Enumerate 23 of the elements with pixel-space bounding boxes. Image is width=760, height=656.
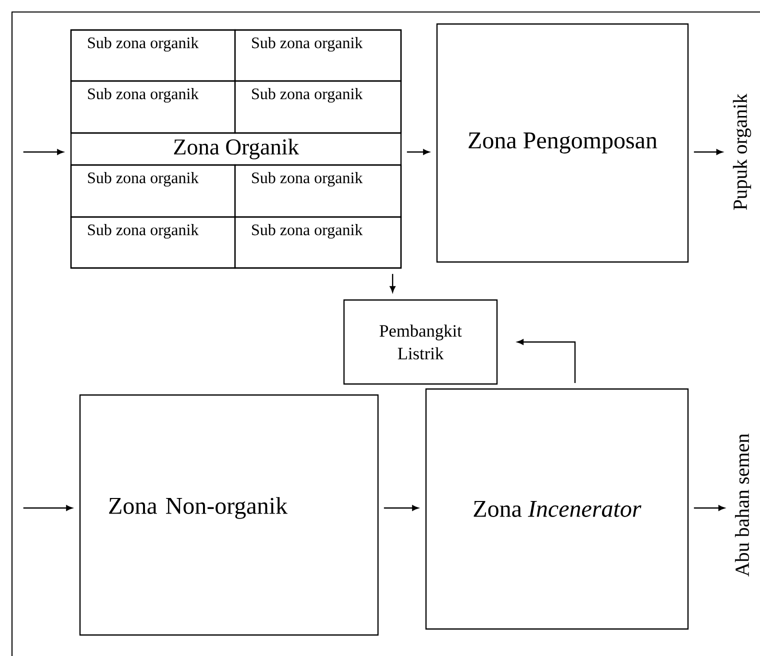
arrow: [23, 149, 64, 155]
arrow: [406, 149, 430, 155]
sub-zone-cell: Sub zona organik: [70, 216, 236, 269]
arrow: [694, 505, 725, 511]
sub-zone-cell: Sub zona organik: [234, 80, 402, 134]
output-label: Pupuk organik: [732, 94, 752, 210]
sub-zone-cell: Sub zona organik: [234, 216, 402, 269]
node-label: Zona Organik: [174, 138, 300, 160]
arrow: [23, 505, 72, 511]
arrow: [694, 149, 723, 155]
arrow: [390, 274, 396, 292]
sub-zone-cell: Sub zona organik: [70, 29, 236, 82]
zone-box: Zona Non-organik: [79, 394, 379, 636]
sub-zone-cell: Sub zona organik: [70, 80, 236, 134]
process-box: Pembangkit Listrik: [343, 299, 498, 385]
arrow: [384, 505, 418, 511]
sub-zone-cell: Sub zona organik: [70, 164, 236, 218]
sub-zone-cell: Sub zona organik: [234, 29, 402, 82]
output-label: Abu bahan semen: [734, 434, 750, 576]
arrow: [517, 339, 576, 384]
sub-zone-cell: Sub zona organik: [234, 164, 402, 218]
zone-box: Zona Pengomposan: [436, 23, 689, 263]
zone-box: Zona Incenerator: [425, 388, 689, 630]
